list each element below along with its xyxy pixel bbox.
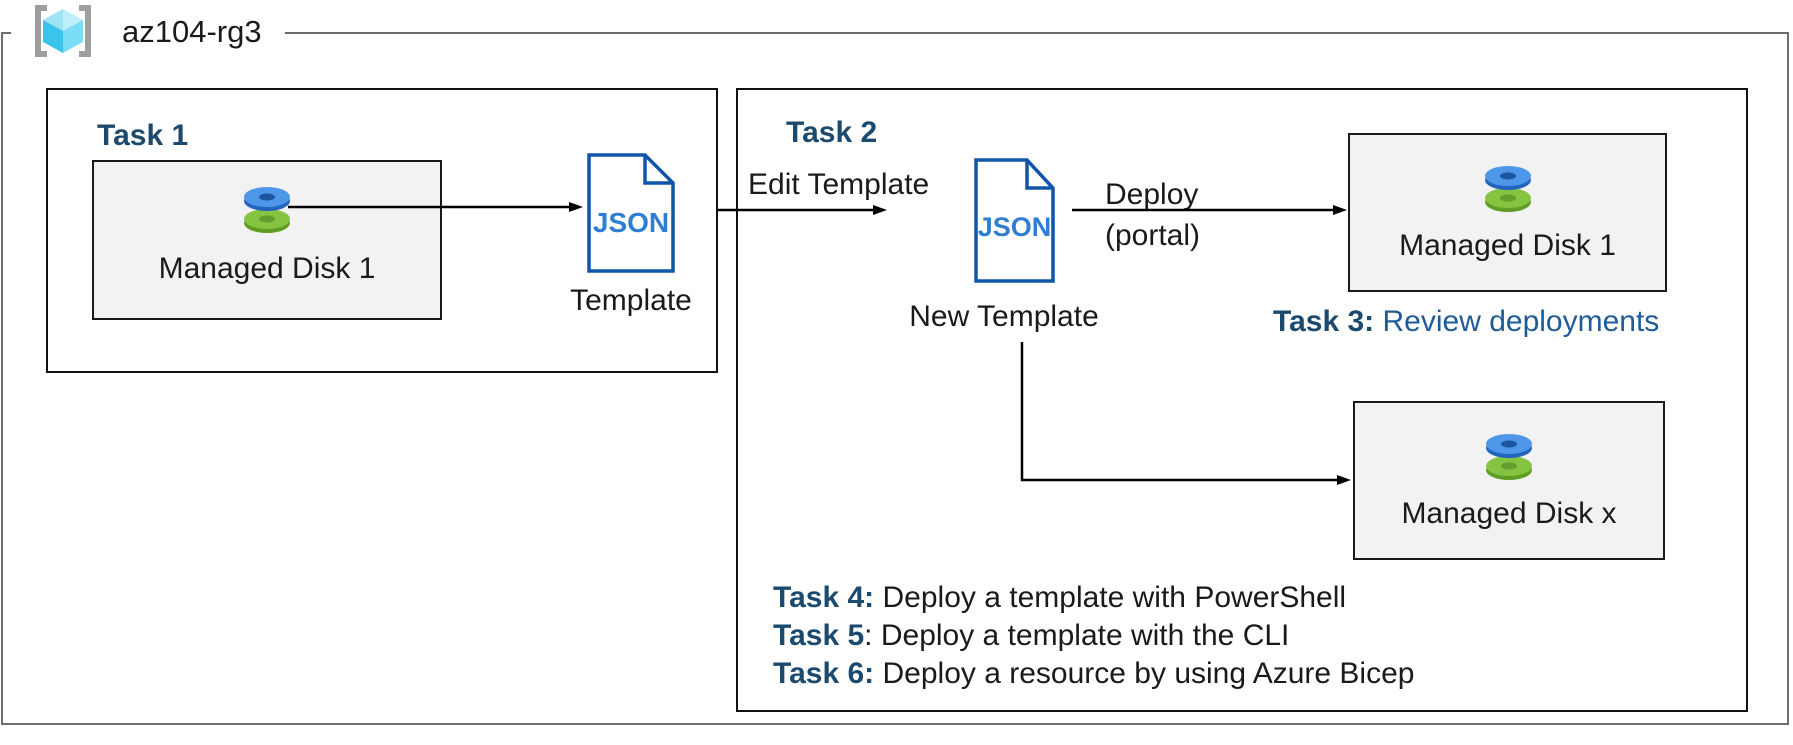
task4-line: Task 4: Deploy a template with PowerShel… bbox=[773, 579, 1414, 617]
border-label-gap bbox=[11, 29, 285, 38]
managed-disk-1-deployed-label: Managed Disk 1 bbox=[1399, 229, 1616, 262]
resource-group-icon bbox=[35, 5, 91, 57]
task4-label: Task 4: bbox=[773, 581, 875, 614]
template-caption: Template bbox=[570, 284, 692, 317]
task3-text: Review deployments bbox=[1374, 305, 1660, 338]
deploy-arrow-label: Deploy bbox=[1105, 178, 1199, 211]
task3-line: Task 3: Review deployments bbox=[1273, 305, 1659, 339]
managed-disk-x-box: Managed Disk x bbox=[1353, 401, 1665, 560]
task3-label: Task 3: bbox=[1273, 305, 1375, 338]
task-list: Task 4: Deploy a template with PowerShel… bbox=[773, 579, 1414, 693]
new-template-caption: New Template bbox=[909, 300, 1099, 333]
task5-line: Task 5: Deploy a template with the CLI bbox=[773, 617, 1414, 655]
task4-text: Deploy a template with PowerShell bbox=[874, 581, 1347, 614]
task5-label: Task 5 bbox=[773, 619, 865, 652]
deploy-portal-label: (portal) bbox=[1105, 219, 1201, 252]
resource-group-name: az104-rg3 bbox=[122, 14, 262, 49]
managed-disk-icon bbox=[244, 187, 290, 233]
task6-text: Deploy a resource by using Azure Bicep bbox=[874, 657, 1415, 690]
managed-disk-1-box: Managed Disk 1 bbox=[92, 160, 442, 320]
json-file-text: JSON bbox=[977, 212, 1052, 242]
resource-group-border bbox=[1, 32, 1789, 725]
managed-disk-1-deployed-box: Managed Disk 1 bbox=[1348, 133, 1667, 292]
task2-title: Task 2 bbox=[786, 116, 878, 149]
task5-text: : Deploy a template with the CLI bbox=[864, 619, 1290, 652]
task6-line: Task 6: Deploy a resource by using Azure… bbox=[773, 655, 1414, 693]
new-template-json-icon: JSON bbox=[974, 158, 1055, 283]
task6-label: Task 6: bbox=[773, 657, 875, 690]
task1-title: Task 1 bbox=[97, 119, 189, 152]
managed-disk-1-label: Managed Disk 1 bbox=[158, 252, 376, 285]
managed-disk-icon bbox=[1484, 166, 1531, 212]
edit-template-arrow-label: Edit Template bbox=[748, 168, 930, 201]
template-json-icon: JSON bbox=[587, 153, 675, 273]
json-file-text: JSON bbox=[592, 207, 670, 238]
managed-disk-icon bbox=[1486, 434, 1532, 480]
managed-disk-x-label: Managed Disk x bbox=[1401, 497, 1617, 530]
